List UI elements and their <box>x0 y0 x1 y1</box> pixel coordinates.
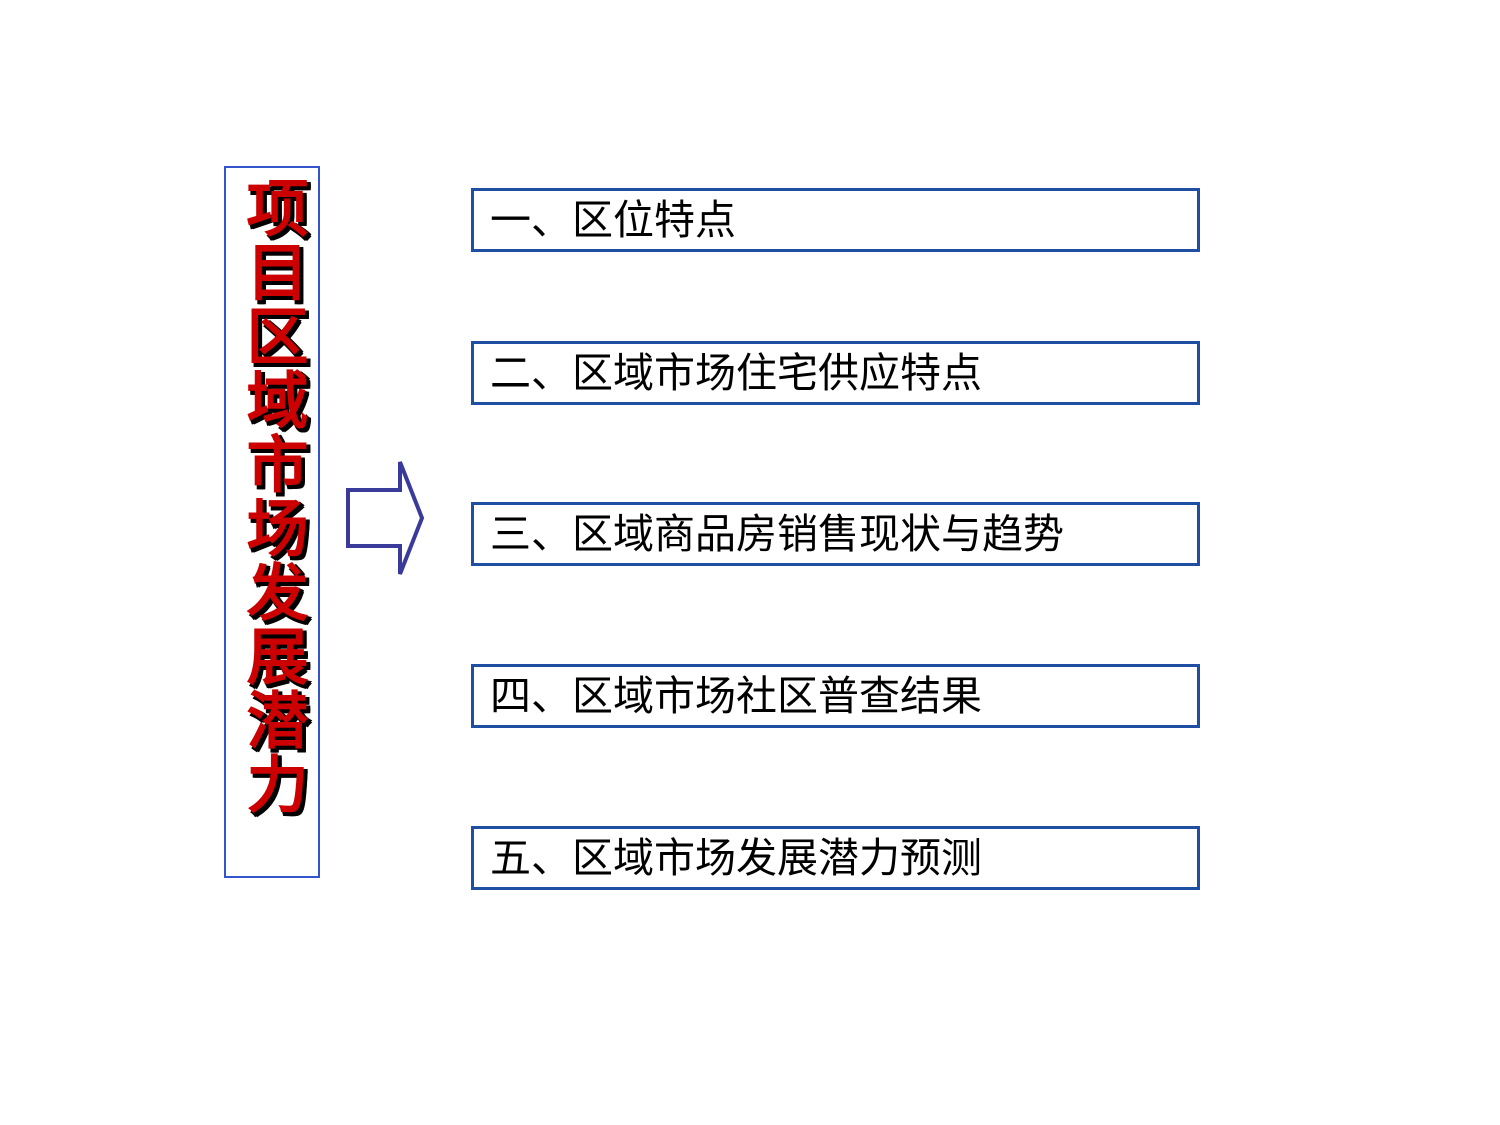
agenda-item-5-label: 五、区域市场发展潜力预测 <box>490 833 982 882</box>
agenda-item-2-label: 二、区域市场住宅供应特点 <box>490 348 982 397</box>
vertical-title-banner: 项目区域市场发展潜力 <box>224 166 320 878</box>
agenda-item-4-label: 四、区域市场社区普查结果 <box>490 671 982 720</box>
agenda-item-2[interactable]: 二、区域市场住宅供应特点 <box>471 341 1200 405</box>
agenda-item-4[interactable]: 四、区域市场社区普查结果 <box>471 664 1200 728</box>
right-arrow-icon <box>344 458 426 578</box>
vertical-title-text: 项目区域市场发展潜力 <box>235 176 309 816</box>
agenda-item-3[interactable]: 三、区域商品房销售现状与趋势 <box>471 502 1200 566</box>
agenda-item-1-label: 一、区位特点 <box>490 195 736 244</box>
agenda-item-1[interactable]: 一、区位特点 <box>471 188 1200 252</box>
agenda-item-3-label: 三、区域商品房销售现状与趋势 <box>490 509 1064 558</box>
agenda-item-5[interactable]: 五、区域市场发展潜力预测 <box>471 826 1200 890</box>
